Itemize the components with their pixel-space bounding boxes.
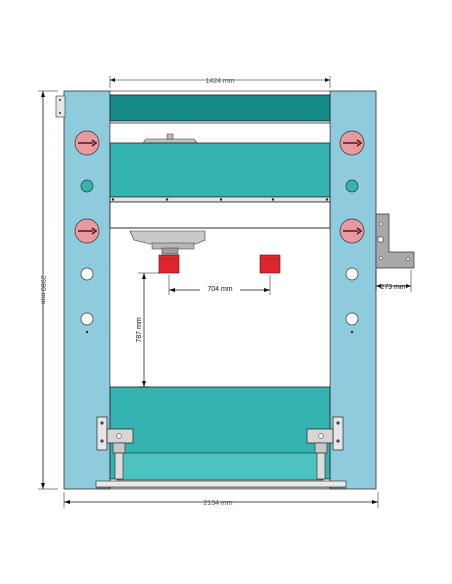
dim-daylight: 787 mm: [136, 272, 160, 388]
left-top-bracket: [55, 95, 66, 118]
top-crown: [109, 94, 331, 122]
dim-ram-spacing: 704 mm: [168, 275, 271, 295]
dim-daylight-label: 787 mm: [136, 317, 143, 342]
left-column-holes: [74, 130, 100, 334]
right-ram: [259, 254, 281, 274]
base-bar: [95, 480, 347, 488]
slide-plate: [109, 201, 331, 229]
dim-bracket-offset: 273 mm: [375, 270, 412, 292]
dim-bottom-width: 2134 mm: [63, 492, 379, 508]
dim-bracket-offset-label: 273 mm: [380, 284, 405, 291]
dim-left-height-label: 2980 mm: [39, 275, 46, 304]
right-column-holes: [339, 130, 365, 334]
moving-beam: [109, 142, 331, 198]
dim-left-height: 2980 mm: [38, 90, 58, 490]
dim-bottom-width-label: 2134 mm: [203, 500, 232, 507]
dim-top-width: 1424 mm: [109, 76, 331, 88]
left-ram: [158, 254, 180, 274]
ram-mount: [129, 230, 206, 245]
left-bolster-bracket: [96, 416, 134, 480]
cylinder-head: [142, 138, 198, 144]
dim-ram-spacing-label: 704 mm: [207, 286, 232, 293]
dim-top-width-label: 1424 mm: [205, 78, 234, 85]
right-bolster-bracket: [306, 416, 344, 480]
side-mounting-bracket: [375, 213, 415, 269]
bolster-lower-plate: [116, 452, 324, 481]
